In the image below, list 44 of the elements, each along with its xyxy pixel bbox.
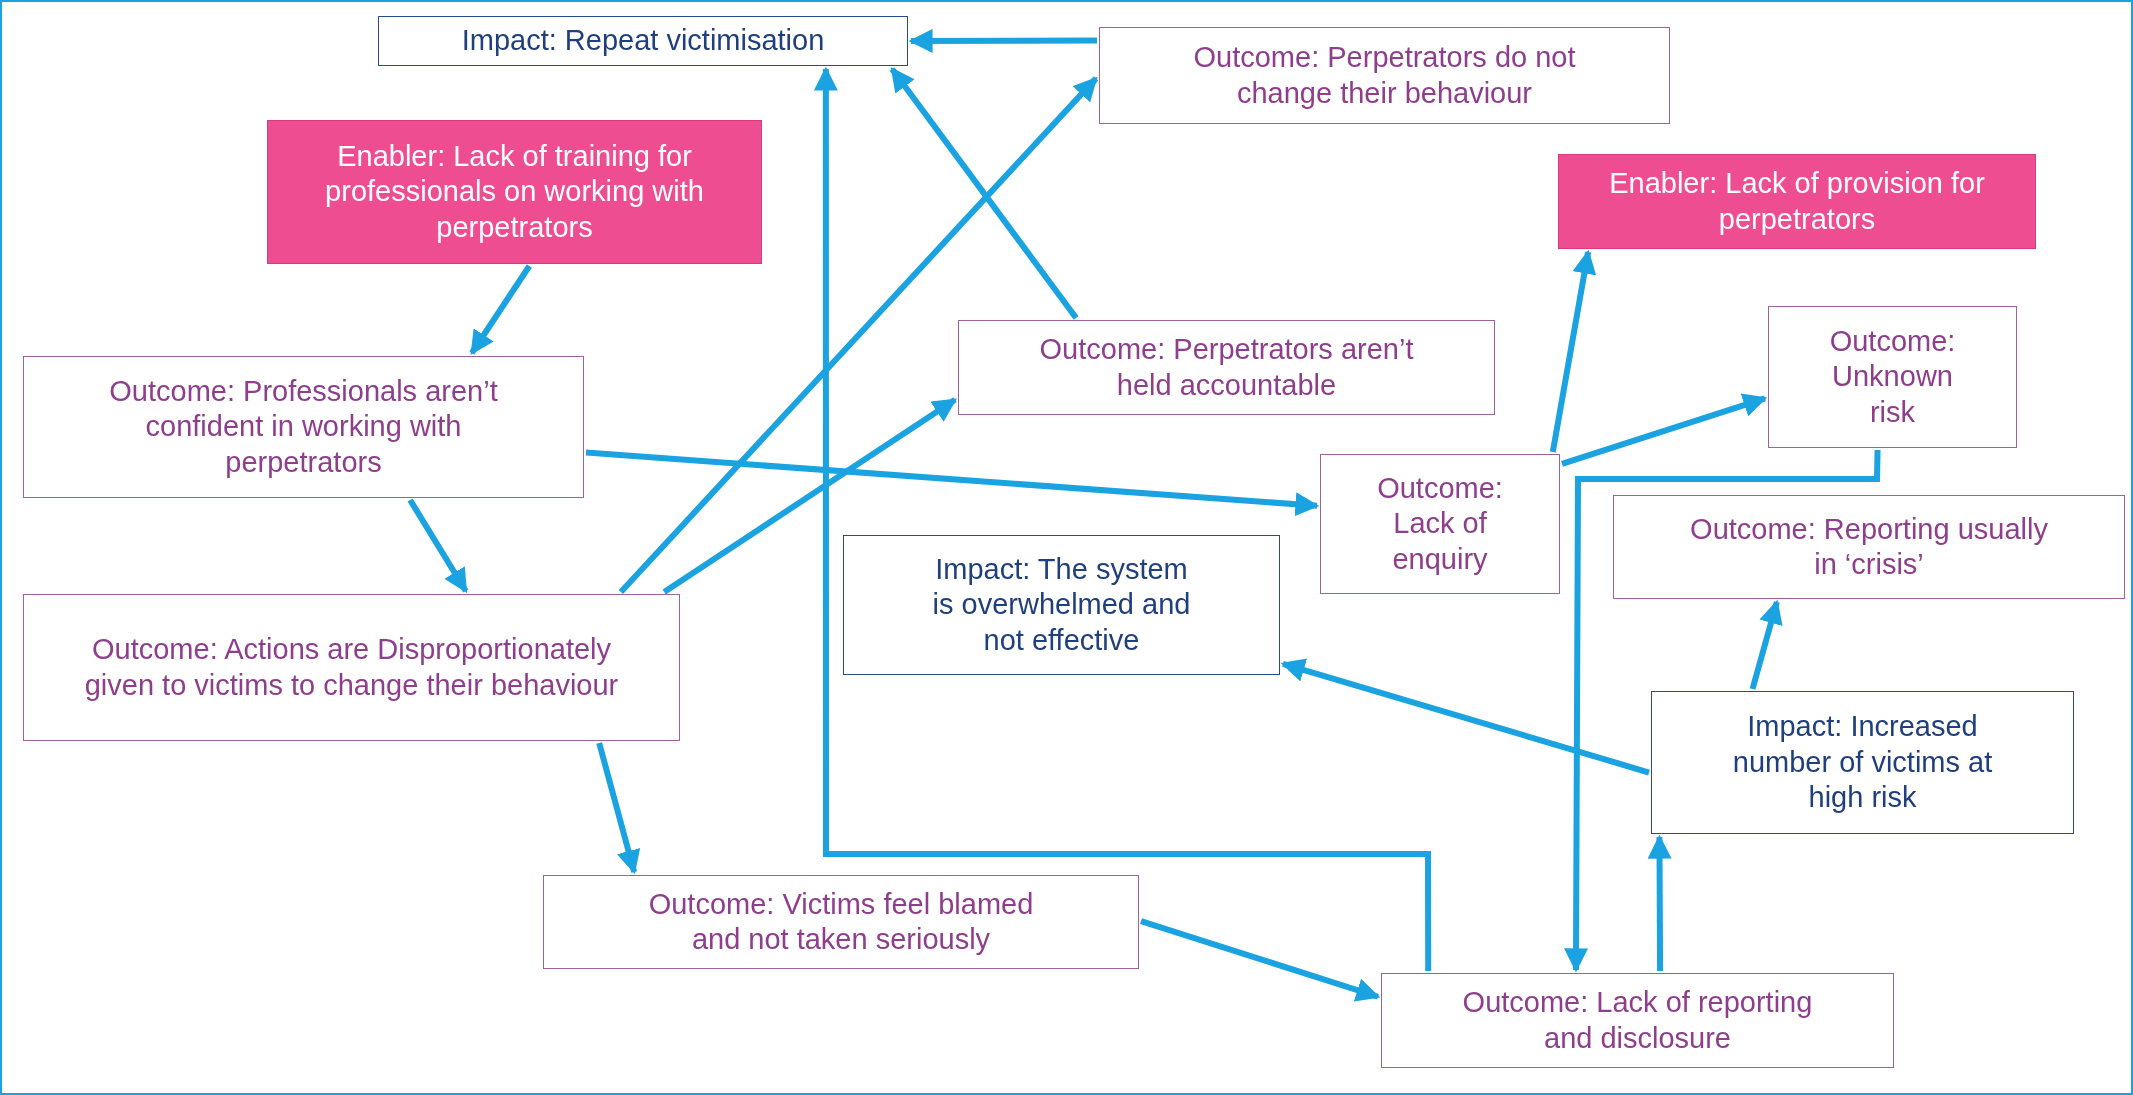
outcome-box bbox=[543, 875, 1139, 969]
arrow bbox=[889, 67, 1079, 320]
arrow bbox=[469, 264, 532, 355]
node-text: Outcome: Lack of reporting and disclosure bbox=[1462, 985, 1813, 1056]
arrow bbox=[585, 449, 1320, 517]
node-text: Impact: Increased number of victims at high risk bbox=[1731, 709, 1994, 816]
arrow bbox=[1280, 658, 1650, 776]
enabler-box bbox=[267, 120, 762, 264]
node-text: Enabler: Lack of training for professionals on working with perpetrators bbox=[324, 138, 705, 245]
node-text: Outcome: Perpetrators do not change their behaviour bbox=[1192, 40, 1577, 111]
outcome-box bbox=[23, 356, 584, 498]
arrow bbox=[1561, 393, 1768, 467]
outcome-box bbox=[1613, 495, 2125, 599]
impact-box bbox=[378, 16, 908, 66]
node-text: Enabler: Lack of provision for perpetrators bbox=[1609, 166, 1985, 237]
arrow bbox=[1564, 449, 1881, 973]
arrow bbox=[813, 66, 1432, 971]
outcome-box bbox=[1768, 306, 2017, 448]
outcome-box bbox=[1320, 454, 1560, 594]
arrow bbox=[618, 76, 1099, 595]
node-text: Outcome: Professionals aren’t confident in working with perpetrators bbox=[109, 373, 498, 480]
node-text: Impact: Repeat victimisation bbox=[461, 23, 825, 59]
arrow bbox=[596, 742, 641, 875]
node-text: Outcome: Lack of enquiry bbox=[1376, 470, 1504, 577]
impact-box bbox=[843, 535, 1280, 675]
enabler-box bbox=[1558, 154, 2036, 249]
outcome-box bbox=[23, 594, 680, 741]
node-text: Outcome: Perpetrators aren’t held accountable bbox=[1038, 332, 1415, 403]
node-text: Outcome: Victims feel blamed and not taken seriously bbox=[647, 886, 1035, 957]
node-text: Impact: The system is overwhelmed and not effective bbox=[931, 551, 1192, 658]
node-text: Outcome: Actions are Disproportionately given to victims to change their behaviour bbox=[84, 632, 619, 703]
node-text: Outcome: Reporting usually in ‘crisis’ bbox=[1689, 511, 2049, 582]
impact-box bbox=[1651, 691, 2074, 834]
node-text: Outcome: Unknown risk bbox=[1828, 323, 1957, 430]
outcome-box bbox=[1099, 27, 1670, 124]
arrow bbox=[1647, 834, 1672, 971]
arrow bbox=[1749, 599, 1783, 690]
outcome-box bbox=[1381, 973, 1894, 1068]
arrow bbox=[407, 498, 469, 594]
arrow bbox=[908, 28, 1097, 53]
arrow bbox=[1140, 918, 1381, 1002]
arrow bbox=[662, 397, 957, 595]
arrow bbox=[1549, 249, 1597, 453]
outcome-box bbox=[958, 320, 1495, 415]
